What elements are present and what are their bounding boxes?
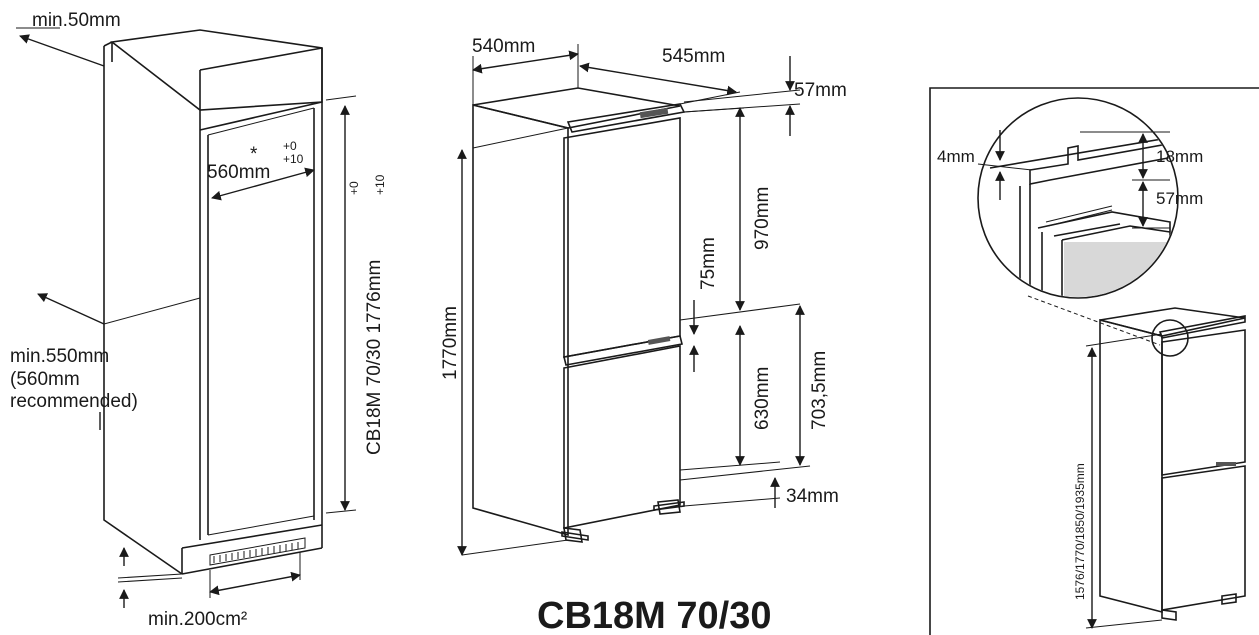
- height-tol-plus0: +0: [347, 181, 361, 195]
- min-depth-label: min.550mm: [10, 346, 109, 367]
- top-clearance-label: 57mm: [794, 80, 847, 101]
- appliance-height-label: 1770mm: [440, 306, 461, 380]
- bottom-label: 34mm: [786, 486, 839, 507]
- width-star: *: [250, 144, 258, 165]
- detail-clearance-label: 57mm: [1156, 189, 1203, 208]
- width-tol-plus10: +10: [283, 152, 304, 166]
- appliance-drawing: [457, 44, 811, 556]
- detail-panel: [929, 87, 1259, 635]
- width-tol-plus0: +0: [283, 139, 297, 153]
- height-tol-plus10: +10: [373, 174, 387, 195]
- lower-door-label: 630mm: [752, 367, 773, 430]
- min-top-gap-label: min.50mm: [32, 10, 121, 31]
- niche-width-label: 560mm: [207, 162, 270, 183]
- gap-75-label: 75mm: [698, 237, 719, 290]
- model-title: CB18M 70/30: [537, 595, 771, 635]
- detail-rail-label: 18mm: [1156, 147, 1203, 166]
- min-depth-label-3: recommended): [10, 391, 138, 412]
- detail-magnifier: [977, 97, 1179, 299]
- appliance-depth-label: 545mm: [662, 46, 725, 67]
- min-depth-label-2: (560mm: [10, 369, 80, 390]
- niche-cabinet-drawing: [16, 27, 357, 608]
- min-vent-label: min.200cm²: [148, 609, 247, 630]
- vent-grille: [209, 537, 306, 566]
- detail-heights-label: 1576/1770/1850/1935mm: [1073, 463, 1087, 600]
- detail-gap-label: 4mm: [937, 147, 975, 166]
- niche-height-label: CB18M 70/30 1776mm: [364, 260, 385, 455]
- detail-callout-circle: [1151, 319, 1189, 357]
- upper-door-label: 970mm: [752, 187, 773, 250]
- appliance-width-label: 540mm: [472, 36, 535, 57]
- lower-section-label: 703,5mm: [809, 351, 830, 430]
